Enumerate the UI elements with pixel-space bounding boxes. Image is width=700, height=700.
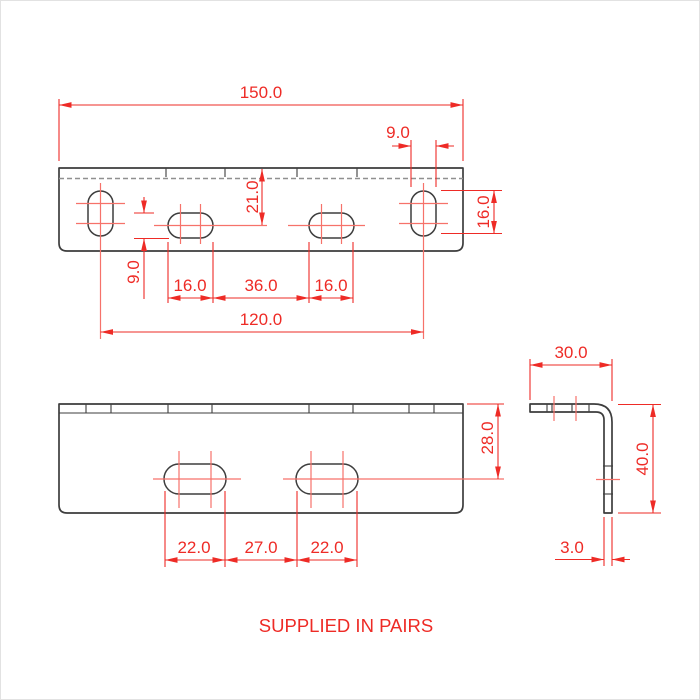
front-view: 28.0 22.0 27.0 22.0: [58, 403, 504, 567]
dimension-overall-width: 150.0: [58, 83, 464, 161]
dimension-material-thickness: 3.0: [555, 517, 630, 566]
dim-label-slot-length-right: 22.0: [310, 538, 343, 557]
dimension-end-slot-width: 9.0: [386, 123, 454, 187]
centerlines: [153, 451, 504, 508]
dim-label-leg-length: 40.0: [633, 442, 652, 475]
dim-label-end-slot-width: 9.0: [386, 123, 410, 142]
centerlines: [553, 396, 620, 481]
dim-label-flange-width: 30.0: [554, 343, 587, 362]
dim-label-end-slot-pitch: 120.0: [240, 310, 283, 329]
dimension-mid-slot-chain: 16.0 36.0 16.0: [167, 242, 354, 303]
dim-label-slot-spacing: 27.0: [244, 538, 277, 557]
dim-label-slot-length-left: 22.0: [177, 538, 210, 557]
dimension-leg-length: 40.0: [618, 403, 661, 514]
dim-label-mid-slot-length-left: 16.0: [173, 276, 206, 295]
dimension-end-slot-pitch: 120.0: [100, 310, 424, 335]
edge-projection-ticks: [165, 168, 358, 177]
dimension-flange-width: 30.0: [529, 343, 613, 401]
dim-label-mid-slot-spacing: 36.0: [244, 276, 277, 295]
supplied-in-pairs-note: SUPPLIED IN PAIRS: [259, 615, 433, 636]
front-view-outline: [58, 403, 464, 514]
dimension-mid-slot-width: 9.0: [124, 197, 169, 299]
side-view-outline: [529, 403, 613, 514]
side-view: 30.0 40.0 3.0: [529, 343, 661, 566]
top-view-outline: [58, 167, 464, 252]
slot-projection-ticks: [85, 404, 435, 413]
dimension-end-slot-length: 16.0: [441, 189, 502, 235]
dim-label-mid-slot-length-right: 16.0: [314, 276, 347, 295]
centerlines: [76, 183, 448, 339]
dim-label-slot-center-height: 28.0: [478, 421, 497, 454]
dim-label-mid-slot-width: 9.0: [124, 260, 143, 284]
dimension-slot-center-height: 28.0: [467, 403, 504, 479]
dim-label-overall-width: 150.0: [240, 83, 283, 102]
dim-label-end-slot-length: 16.0: [474, 195, 493, 228]
top-view: 150.0 9.0 21.0 9.0 16.0 36.0 16.0: [58, 83, 502, 339]
dimension-front-slot-chain: 22.0 27.0 22.0: [164, 491, 358, 567]
slot-projection-ticks: [546, 404, 613, 495]
dim-label-material-thickness: 3.0: [560, 538, 584, 557]
dim-label-mid-slot-offset: 21.0: [243, 180, 262, 213]
dimension-mid-slot-offset: 21.0: [243, 169, 265, 225]
